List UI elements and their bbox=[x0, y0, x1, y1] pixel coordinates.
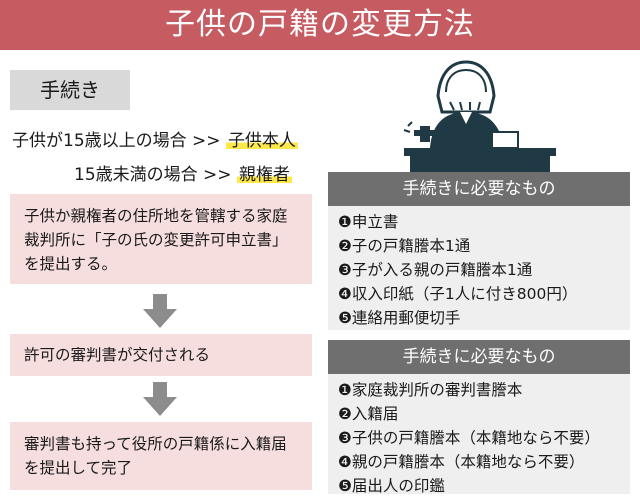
list-item: ❸子が入る親の戸籍謄本1通 bbox=[338, 261, 533, 279]
list-item: ❷子の戸籍謄本1通 bbox=[338, 237, 471, 255]
list-item: ❺届出人の印鑑 bbox=[338, 477, 445, 495]
case-applicant: 親権者 bbox=[236, 165, 292, 185]
list-item: ❹親の戸籍謄本（本籍地なら不要） bbox=[338, 453, 585, 471]
down-arrow-icon bbox=[143, 294, 177, 328]
case-15-and-over: 子供が15歳以上の場合 >> 子供本人 bbox=[12, 126, 298, 151]
required-items-header-1: 手続きに必要なもの bbox=[328, 172, 630, 206]
step-3: 審判書も持って役所の戸籍係に入籍届を提出して完了 bbox=[10, 422, 312, 490]
case-condition: 子供が15歳以上の場合 >> bbox=[12, 131, 221, 151]
procedure-label: 手続き bbox=[10, 70, 130, 110]
list-item: ❷入籍届 bbox=[338, 405, 399, 423]
list-item: ❶家庭裁判所の審判書謄本 bbox=[338, 381, 523, 399]
case-applicant: 子供本人 bbox=[225, 131, 298, 151]
case-condition: 15歳未満の場合 >> bbox=[74, 165, 232, 185]
list-item: ❶申立書 bbox=[338, 213, 399, 231]
down-arrow-icon bbox=[143, 382, 177, 416]
list-item: ❺連絡用郵便切手 bbox=[338, 309, 461, 327]
page-title: 子供の戸籍の変更方法 bbox=[0, 0, 640, 50]
list-item: ❸子供の戸籍謄本（本籍地なら不要） bbox=[338, 429, 600, 447]
step-1: 子供か親権者の住所地を管轄する家庭裁判所に「子の氏の変更許可申立書」を提出する。 bbox=[10, 194, 312, 284]
step-2: 許可の審判書が交付される bbox=[10, 334, 312, 376]
required-items-list-1: ❶申立書 ❷子の戸籍謄本1通 ❸子が入る親の戸籍謄本1通 ❹収入印紙（子1人に付… bbox=[328, 206, 630, 330]
required-items-list-2: ❶家庭裁判所の審判書謄本 ❷入籍届 ❸子供の戸籍謄本（本籍地なら不要） ❹親の戸… bbox=[328, 374, 630, 495]
required-items-header-2: 手続きに必要なもの bbox=[328, 340, 630, 374]
list-item: ❹収入印紙（子1人に付き800円） bbox=[338, 285, 578, 303]
case-under-15: 15歳未満の場合 >> 親権者 bbox=[74, 160, 292, 185]
judge-illustration bbox=[403, 60, 556, 176]
